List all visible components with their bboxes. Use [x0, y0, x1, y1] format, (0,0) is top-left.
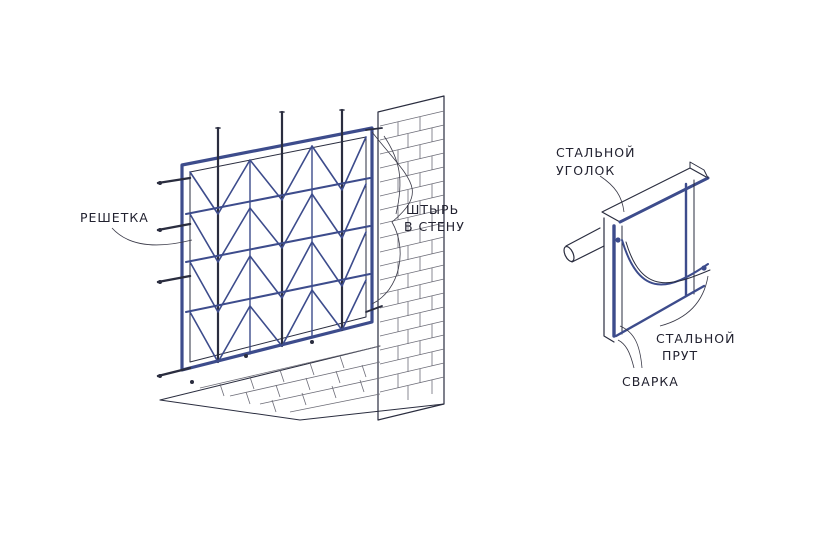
weld-leader-line-2: [619, 325, 643, 369]
label-pin-line1: ШТЫРЬ: [406, 202, 459, 217]
weld-leader-line: [617, 339, 635, 369]
rod-leader-line: [659, 275, 709, 327]
grating-leader-line: [111, 227, 193, 246]
pin-leader-line-2: [383, 135, 401, 215]
brick-wall: [159, 95, 445, 421]
angle-leader-line: [599, 175, 625, 213]
label-pin-line2: В СТЕНУ: [404, 219, 465, 234]
label-rod-line2: ПРУТ: [662, 348, 698, 363]
label-welding: СВАРКА: [622, 374, 679, 389]
label-grating: РЕШЕТКА: [80, 210, 149, 225]
window-grating: [156, 108, 383, 384]
label-angle-line2: УГОЛОК: [556, 163, 615, 178]
label-rod-line1: СТАЛЬНОЙ: [656, 331, 735, 346]
detail-angle-frame: [563, 161, 711, 343]
pin-leader-line: [371, 131, 413, 305]
label-angle-line1: СТАЛЬНОЙ: [556, 145, 635, 160]
